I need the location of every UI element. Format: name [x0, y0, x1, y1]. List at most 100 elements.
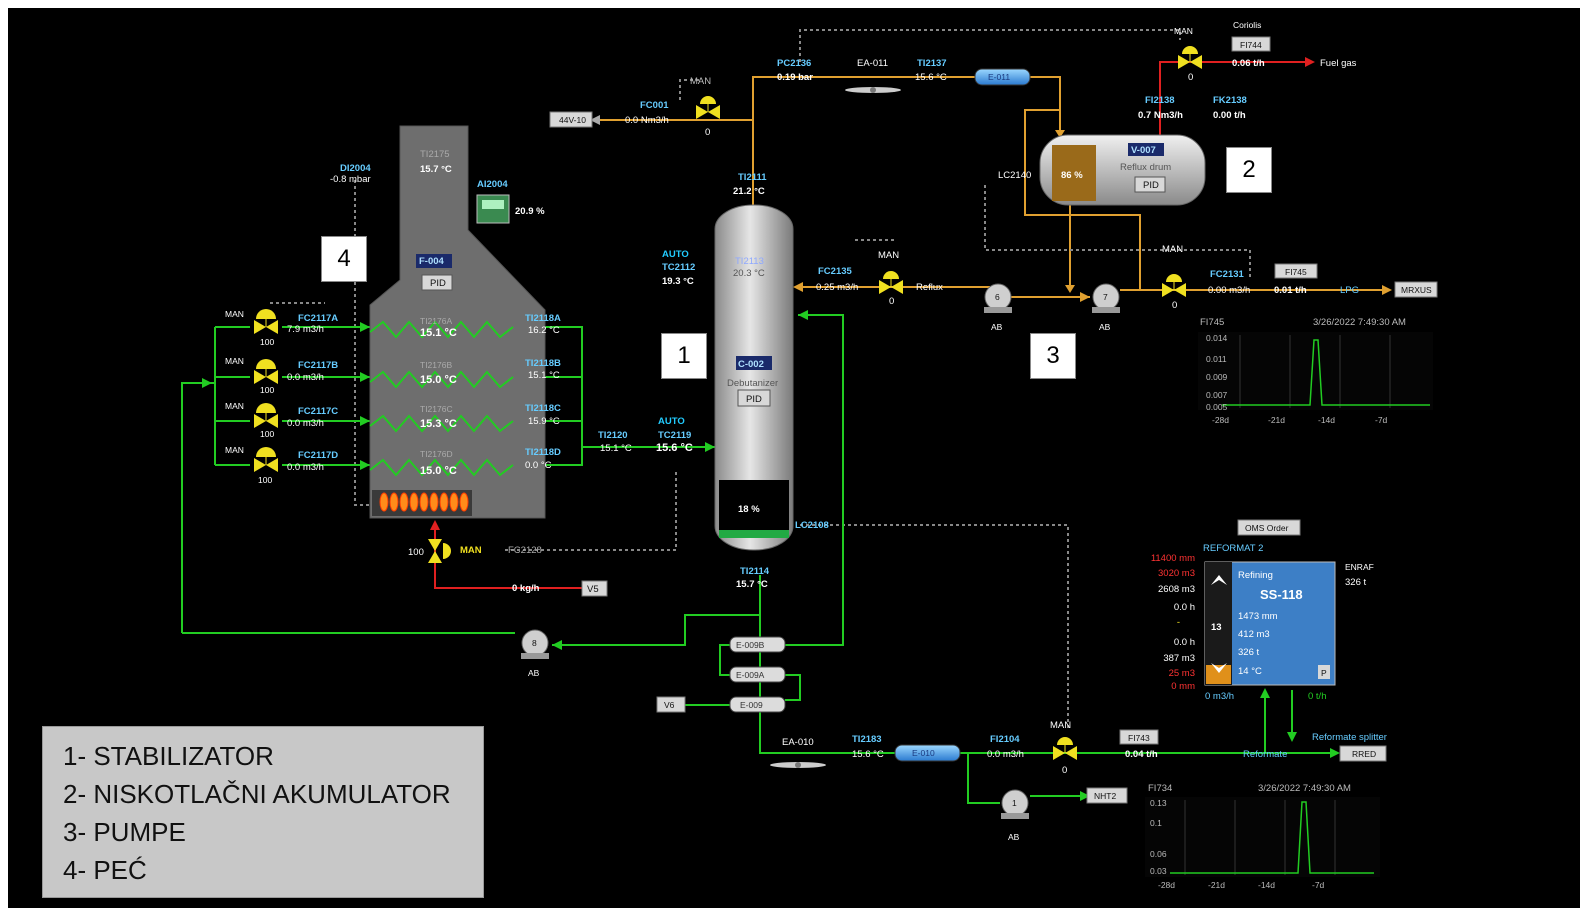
- pump-7-icon[interactable]: [1092, 283, 1120, 313]
- trend1-y0: 0.014: [1206, 333, 1228, 343]
- pump-7-status: AB: [1099, 322, 1111, 332]
- valve-fc001-icon[interactable]: [696, 96, 720, 119]
- coil-b-out-temp: 15.1 °C: [528, 370, 560, 381]
- ti2113-value: 20.3 °C: [733, 268, 765, 279]
- reflux-mode: MAN: [878, 250, 899, 261]
- tank-left-1: 3020 m3: [1158, 568, 1195, 579]
- coil-b-flow: 0.0 m3/h: [287, 372, 324, 383]
- trend-fi745: [1198, 332, 1433, 410]
- ti2120-tag: TI2120: [598, 430, 628, 441]
- valve-fuel-gas-icon[interactable]: [1178, 46, 1202, 69]
- dest-v5-button[interactable]: [581, 580, 608, 597]
- trend2-x3: -7d: [1312, 880, 1325, 890]
- column-name: Debutanizer: [727, 378, 778, 389]
- tc2112-tag: TC2112: [662, 262, 695, 273]
- trend2-y1: 0.1: [1150, 818, 1162, 828]
- coil-c-mode: MAN: [225, 401, 244, 411]
- ti2111-value: 21.2 °C: [733, 186, 765, 197]
- fc001-tag: FC001: [640, 100, 669, 111]
- e009b-label: E-009B: [736, 640, 765, 650]
- tc2119-mode: AUTO: [658, 416, 685, 427]
- bottoms-fi-flow: 0.04 t/h: [1125, 749, 1158, 760]
- coil-a-out-temp: 16.2 °C: [528, 325, 560, 336]
- coil-b-out-tag: TI2118B: [525, 358, 561, 369]
- coil-a-temp: 15.1 °C: [420, 327, 457, 339]
- e009-label: E-009: [740, 700, 763, 710]
- lc2108-tag: LC2108: [795, 520, 829, 531]
- e011-label: E-011: [988, 72, 1010, 82]
- pump-8-icon[interactable]: [521, 629, 549, 659]
- dest-v6-button[interactable]: [656, 696, 686, 713]
- trend1-timestamp: 3/26/2022 7:49:30 AM: [1313, 317, 1406, 328]
- dest-nht2-button[interactable]: [1086, 787, 1128, 804]
- drum-pid-button[interactable]: [1134, 176, 1166, 193]
- valve-fc2117c-icon[interactable]: [254, 403, 278, 428]
- pc2136-value: 0.19 bar: [777, 72, 813, 83]
- oms-order-label: OMS Order: [1245, 523, 1289, 533]
- coil-c-pos: 100: [260, 429, 274, 439]
- tank-left-4: -: [1177, 617, 1180, 628]
- fi2138-value: 0.7 Nm3/h: [1138, 110, 1183, 121]
- drum-id-box: [1128, 143, 1164, 156]
- dest-rred-label: RRED: [1352, 749, 1376, 759]
- ea010-label: EA-010: [782, 737, 814, 748]
- trend2-y0: 0.13: [1150, 798, 1167, 808]
- valve-fc2117d-icon[interactable]: [254, 447, 278, 472]
- legend-item-3: 3- PUMPE: [63, 817, 186, 847]
- process-lines: [181, 29, 1390, 804]
- fc001-pos: 0: [705, 127, 710, 138]
- valve-lpg-icon[interactable]: [1162, 274, 1186, 297]
- tc2112-mode: AUTO: [662, 249, 689, 260]
- valve-fc2117b-icon[interactable]: [254, 359, 278, 384]
- trend2-x0: -28d: [1158, 880, 1175, 890]
- dest-rred-button[interactable]: [1339, 745, 1387, 762]
- pump-6-icon[interactable]: [984, 283, 1012, 313]
- coil-d-tag: TI2176D: [420, 449, 453, 459]
- valve-fi2104-icon[interactable]: [1053, 737, 1077, 760]
- callout-4: 4: [321, 236, 367, 282]
- furnace-pid-button[interactable]: [421, 274, 453, 291]
- drum-level: 86 %: [1061, 170, 1083, 181]
- valve-fuel-burner-icon[interactable]: [428, 539, 451, 563]
- dest-44v10-button[interactable]: [549, 111, 593, 128]
- valve-reflux-icon[interactable]: [879, 271, 903, 294]
- dest-v6-label: V6: [664, 700, 675, 710]
- pump-7-num: 7: [1103, 292, 1108, 302]
- ai2004-tag: AI2004: [477, 179, 508, 190]
- fi745-label: FI745: [1285, 267, 1307, 277]
- trend2-timestamp: 3/26/2022 7:49:30 AM: [1258, 783, 1351, 794]
- coil-d-out-tag: TI2118D: [525, 447, 561, 458]
- tank-id: SS-118: [1260, 587, 1303, 602]
- coil-b-tag: TI2176B: [420, 360, 452, 370]
- legend-item-4: 4- PEĆ: [63, 855, 147, 885]
- drum-pid-label: PID: [1143, 180, 1159, 191]
- coil-d-out-temp: 0.0 °C: [525, 460, 552, 471]
- coil-a-out-tag: TI2118A: [525, 313, 561, 324]
- fi745-button[interactable]: [1274, 263, 1318, 279]
- fi2138-tag: FI2138: [1145, 95, 1175, 106]
- pump-1-icon[interactable]: [1001, 789, 1029, 819]
- ti2175-tag: TI2175: [420, 149, 450, 160]
- trend1-y4: 0.005: [1206, 402, 1228, 412]
- trend1-y1: 0.011: [1206, 354, 1227, 364]
- coil-d-flow: 0.0 m3/h: [287, 462, 324, 473]
- fc2131-flow: 0.00 m3/h: [1208, 285, 1250, 296]
- trend-fi745-line: [1222, 339, 1430, 406]
- ti2114-value: 15.7 °C: [736, 579, 768, 590]
- dest-mrxus-button[interactable]: [1394, 281, 1438, 298]
- column: [714, 204, 794, 551]
- coil-c-out-tag: TI2118C: [525, 403, 561, 414]
- di2004-value: -0.8 mbar: [330, 174, 371, 185]
- ti2183-value: 15.6 °C: [852, 749, 884, 760]
- drum-id: V-007: [1131, 145, 1156, 156]
- ti2137-value: 15.6 °C: [915, 72, 947, 83]
- oms-order-button[interactable]: [1237, 519, 1301, 536]
- fi2104-tag: FI2104: [990, 734, 1020, 745]
- valve-fc2117a-icon[interactable]: [254, 309, 278, 334]
- pump-6-status: AB: [991, 322, 1003, 332]
- tank-flow-out: 0 t/h: [1308, 691, 1327, 702]
- fc2128-tag: FC2128: [508, 545, 542, 556]
- fi744-button[interactable]: [1231, 36, 1271, 52]
- fi743-button[interactable]: [1119, 729, 1159, 745]
- column-pid-button[interactable]: [737, 389, 771, 407]
